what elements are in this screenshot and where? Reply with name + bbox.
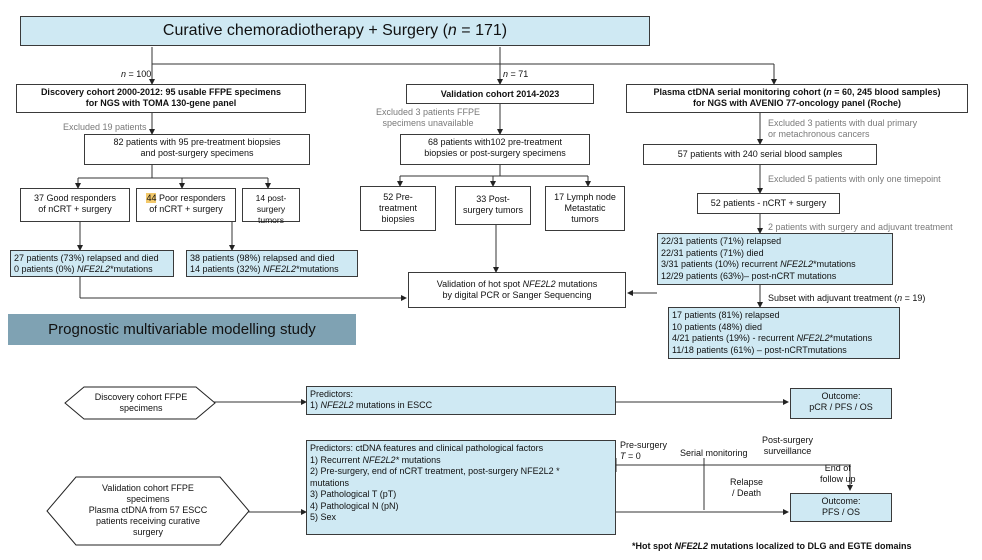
validation-ffpe-hexagon [46,476,250,546]
predictors-2-box: Predictors: ctDNA features and clinical … [306,440,616,535]
plasma-cohort-box: Plasma ctDNA serial monitoring cohort (n… [626,84,968,113]
discovery-cohort-box: Discovery cohort 2000-2012: 95 usable FF… [16,84,306,113]
n71-label: n = 71 [503,69,529,79]
good-outcome-box: 27 patients (73%) relapsed and died 0 pa… [10,250,174,277]
relapse-death-label: Relapse/ Death [730,477,764,498]
box-52-ncrt: 52 patients - nCRT + surgery [697,193,840,214]
prognostic-banner: Prognostic multivariable modelling study [8,314,356,345]
hotspot-validation-box: Validation of hot spot NFE2L2 mutations … [408,272,626,308]
subset-label: Subset with adjuvant treatment (n = 19) [768,293,926,303]
footnote: *Hot spot NFE2L2 mutations localized to … [632,541,912,551]
discovery-ffpe-hexagon [64,386,216,420]
excluded-19-note: Excluded 19 patients [63,122,147,132]
box-82-patients: 82 patients with 95 pre-treatment biopsi… [84,134,310,165]
box-57-patients: 57 patients with 240 serial blood sample… [643,144,877,165]
poor-outcome-box: 38 patients (98%) relapsed and died 14 p… [186,250,358,277]
outcome-2-box: Outcome:PFS / OS [790,493,892,522]
predictors-1-box: Predictors: 1) NFE2L2 mutations in ESCC [306,386,616,415]
excluded-5-note: Excluded 5 patients with only one timepo… [768,174,941,184]
outcome-1-box: Outcome:pCR / PFS / OS [790,388,892,419]
adjuvant-outcome-box: 17 patients (81%) relapsed 10 patients (… [668,307,900,359]
title-box: Curative chemoradiotherapy + Surgery (n … [20,16,650,46]
post-surgery-33-box: 33 Post-surgery tumors [455,186,531,225]
two-patients-note: 2 patients with surgery and adjuvant tre… [768,222,953,232]
poor-responders-box: 44 Poor responders of nCRT + surgery [136,188,236,222]
n100-label: n = 100 [121,69,152,79]
presurgery-label: Pre-surgery T = 0 [620,440,668,461]
validation-cohort-box: Validation cohort 2014-2023 [406,84,594,104]
validation-ffpe-label: Validation cohort FFPE specimens Plasma … [88,483,208,537]
serial-monitoring-label: Serial monitoring [680,448,748,458]
plasma-outcome-box: 22/31 patients (71%) relapsed 22/31 pati… [657,233,893,285]
